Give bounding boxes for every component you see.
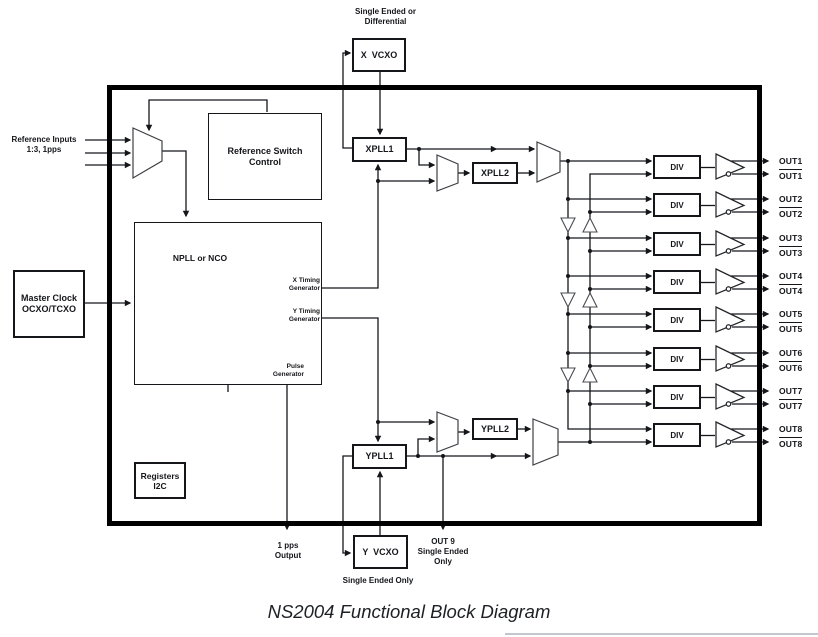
div-block-7: DIV	[653, 385, 701, 409]
xpll1-label: XPLL1	[365, 144, 394, 154]
out2-label: OUT2	[779, 194, 803, 204]
npll-label: NPLL or NCO	[172, 253, 228, 263]
x-bus-buffer-icons	[560, 217, 576, 384]
master-clock-label-line2: OCXO/TCXO	[21, 304, 76, 314]
ref-switch-label-line1: Reference Switch	[227, 145, 303, 156]
out5-inverted-label: OUT5	[779, 322, 803, 334]
xpll2-label: XPLL2	[480, 167, 509, 178]
x-vcxo-label: X VCXO	[360, 49, 398, 60]
out7-inverted-label: OUT7	[779, 399, 803, 411]
div-block-6: DIV	[653, 347, 701, 371]
out3-label: OUT3	[779, 233, 803, 243]
npll-block	[134, 222, 322, 385]
out3-inverted-label: OUT3	[779, 246, 803, 258]
wire-group	[85, 49, 770, 557]
out8-inverted-label: OUT8	[779, 437, 803, 449]
output-buffer-icons	[715, 153, 746, 448]
chip-boundary	[107, 85, 762, 526]
master-clock-block: Master Clock OCXO/TCXO	[13, 270, 85, 338]
y-mux1-symbol	[436, 411, 459, 453]
diagram-title: NS2004 Functional Block Diagram	[267, 601, 551, 622]
y-bus-buffer-icons	[582, 216, 598, 383]
page-edge-line	[505, 633, 818, 635]
div-block-4: DIV	[653, 270, 701, 294]
x-mux1-symbol	[436, 154, 459, 192]
xpll2-block: XPLL2	[472, 162, 518, 184]
y-vcxo-note: Single Ended Only	[342, 576, 414, 585]
x-mux2-symbol	[536, 141, 561, 183]
div-block-8: DIV	[653, 423, 701, 447]
out5-label: OUT5	[779, 309, 803, 319]
registers-label-line2: I2C	[153, 480, 167, 491]
registers-block: Registers I2C	[134, 462, 186, 499]
out1-inverted-label: OUT1	[779, 169, 803, 181]
out7-label: OUT7	[779, 386, 803, 396]
ref-switch-label-line2: Control	[249, 156, 281, 167]
y-vcxo-label: Y VCXO	[362, 546, 399, 557]
out6-inverted-label: OUT6	[779, 361, 803, 373]
div-block-3: DIV	[653, 232, 701, 256]
y-mux2-symbol	[532, 418, 559, 466]
reference-switch-control-block: Reference Switch Control	[208, 113, 322, 200]
junction-dots	[376, 147, 592, 458]
out2-inverted-label: OUT2	[779, 207, 803, 219]
out4-label: OUT4	[779, 271, 803, 281]
x-vcxo-block: X VCXO	[352, 38, 406, 72]
ypll2-label: YPLL2	[480, 423, 509, 434]
ypll1-block: YPLL1	[352, 444, 407, 469]
out6-label: OUT6	[779, 348, 803, 358]
y-vcxo-block: Y VCXO	[353, 535, 408, 569]
out8-label: OUT8	[779, 424, 803, 434]
div-block-2: DIV	[653, 193, 701, 217]
ypll1-label: YPLL1	[365, 451, 394, 461]
master-clock-label-line1: Master Clock	[20, 293, 78, 303]
out4-inverted-label: OUT4	[779, 284, 803, 296]
div-block-1: DIV	[653, 155, 701, 179]
out1-label: OUT1	[779, 156, 803, 166]
xpll1-block: XPLL1	[352, 137, 407, 162]
div-block-5: DIV	[653, 308, 701, 332]
registers-label-line1: Registers	[140, 470, 180, 481]
ypll2-block: YPLL2	[472, 418, 518, 440]
reference-mux-symbol	[132, 127, 163, 180]
